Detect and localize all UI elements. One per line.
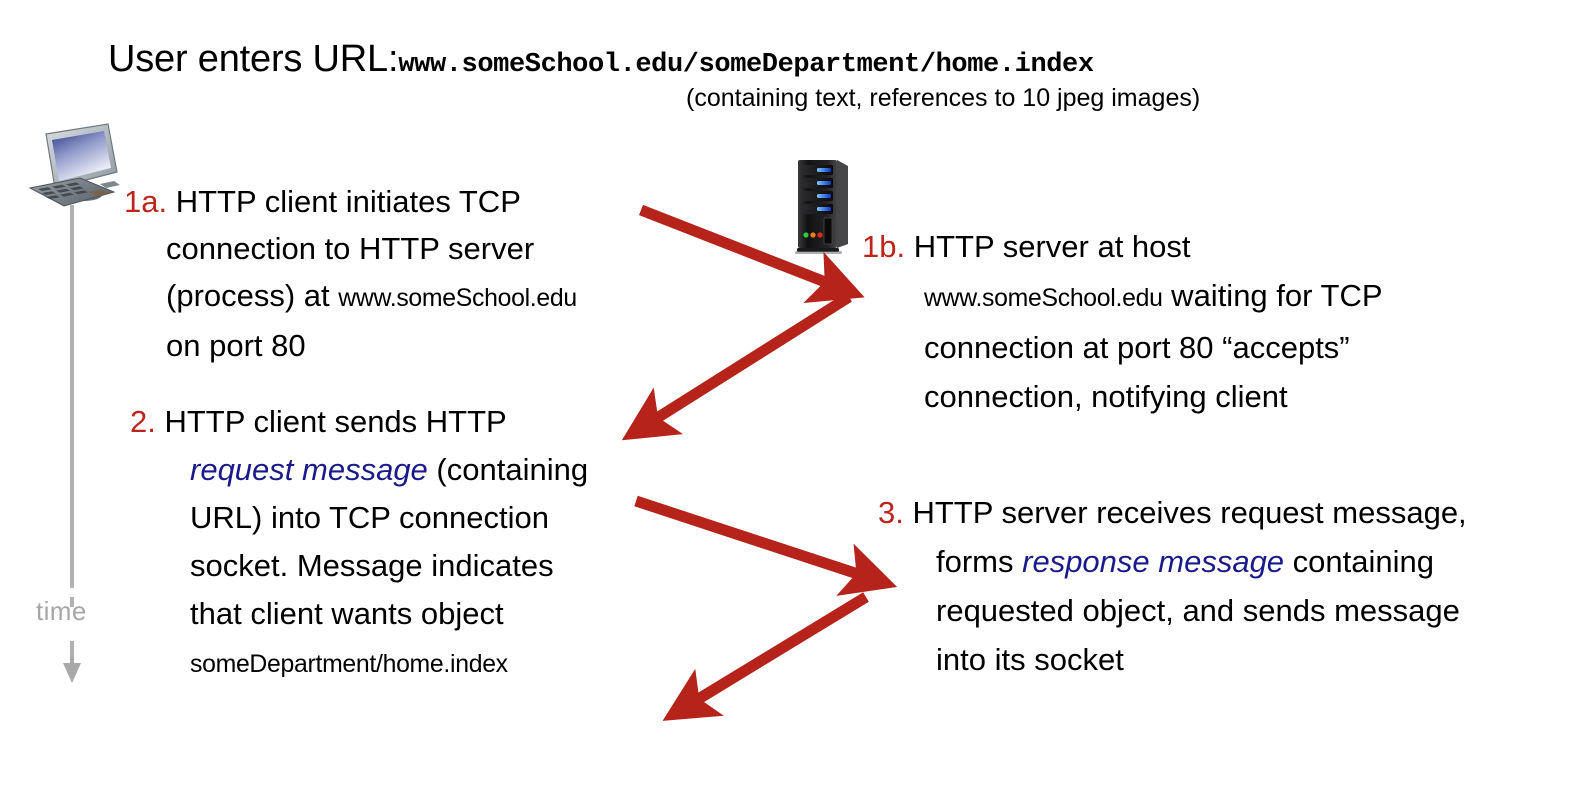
- step-1a-text-1: connection to HTTP server: [166, 231, 535, 266]
- header-subtitle: (containing text, references to 10 jpeg …: [686, 84, 1201, 112]
- time-axis-label: time: [36, 596, 87, 626]
- step-1b-line-3: connection, notifying client: [862, 372, 1542, 421]
- arrow-server-to-client-2: [662, 592, 869, 721]
- step-1b-text-1b: waiting for TCP: [1162, 278, 1383, 313]
- step-2: 2. HTTP client sends HTTP request messag…: [130, 398, 690, 689]
- step-1b-number: 1b.: [862, 229, 906, 264]
- step-1b-text-0: HTTP server at host: [913, 229, 1191, 264]
- step-2-line-5: someDepartment/home.index: [130, 638, 690, 689]
- step-3-text-2: requested object, and sends message: [936, 593, 1460, 628]
- server-tower-icon: [786, 152, 858, 256]
- step-2-text-2: URL) into TCP connection: [190, 500, 549, 535]
- step-3-text-0: HTTP server receives request message,: [912, 495, 1467, 530]
- step-3-line-1: forms response message containing: [878, 537, 1578, 586]
- step-1b: 1b. HTTP server at host www.someSchool.e…: [862, 222, 1542, 421]
- step-3: 3. HTTP server receives request message,…: [878, 488, 1578, 684]
- step-2-line-3: socket. Message indicates: [130, 542, 690, 590]
- step-3-line-2: requested object, and sends message: [878, 586, 1578, 635]
- step-2-text-3: socket. Message indicates: [190, 548, 554, 583]
- step-1a-line-0: 1a. HTTP client initiates TCP: [124, 178, 684, 225]
- step-2-number: 2.: [130, 404, 156, 439]
- step-1a-text-0: HTTP client initiates TCP: [175, 184, 521, 219]
- step-3-line-3: into its socket: [878, 635, 1578, 684]
- step-1a-host: www.someSchool.edu: [338, 285, 577, 312]
- step-2-line-1: request message (containing: [130, 446, 690, 494]
- step-1a-number: 1a.: [124, 184, 168, 219]
- step-1b-text-3: connection, notifying client: [924, 379, 1288, 414]
- step-3-text-1a: forms: [936, 544, 1023, 579]
- header-line: User enters URL:www.someSchool.edu/someD…: [108, 38, 1094, 81]
- desktop-computer-icon: [22, 118, 126, 222]
- step-2-text-1b: (containing: [427, 452, 589, 487]
- step-2-text-0: HTTP client sends HTTP: [164, 404, 507, 439]
- step-3-line-0: 3. HTTP server receives request message,: [878, 488, 1578, 537]
- step-2-line-2: URL) into TCP connection: [130, 494, 690, 542]
- step-1b-line-2: connection at port 80 “accepts”: [862, 323, 1542, 372]
- step-1a-line-2: (process) at www.someSchool.edu: [124, 272, 684, 322]
- step-2-emphasis-request-message: request message: [190, 452, 428, 487]
- step-1b-text-2: connection at port 80 “accepts”: [924, 330, 1350, 365]
- step-1b-line-1: www.someSchool.edu waiting for TCP: [862, 271, 1542, 323]
- step-1b-host: www.someSchool.edu: [924, 285, 1163, 312]
- step-1b-line-0: 1b. HTTP server at host: [862, 222, 1542, 271]
- step-3-emphasis-response-message: response message: [1022, 544, 1285, 579]
- time-axis-arrow: [52, 205, 92, 685]
- step-2-object-path: someDepartment/home.index: [190, 651, 508, 678]
- step-2-line-0: 2. HTTP client sends HTTP: [130, 398, 690, 446]
- step-3-text-1c: containing: [1284, 544, 1435, 579]
- step-3-text-3: into its socket: [936, 642, 1124, 677]
- step-2-line-4: that client wants object: [130, 590, 690, 638]
- step-3-number: 3.: [878, 495, 904, 530]
- url-text: www.someSchool.edu/someDepartment/home.i…: [398, 50, 1094, 80]
- step-1a: 1a. HTTP client initiates TCP connection…: [124, 178, 684, 369]
- step-1a-text-2a: (process) at: [166, 278, 339, 313]
- page-title: User enters URL:: [108, 38, 399, 80]
- step-1a-line-1: connection to HTTP server: [124, 225, 684, 272]
- step-1a-text-3: on port 80: [166, 328, 306, 363]
- step-2-text-4: that client wants object: [190, 596, 504, 631]
- step-1a-line-3: on port 80: [124, 322, 684, 369]
